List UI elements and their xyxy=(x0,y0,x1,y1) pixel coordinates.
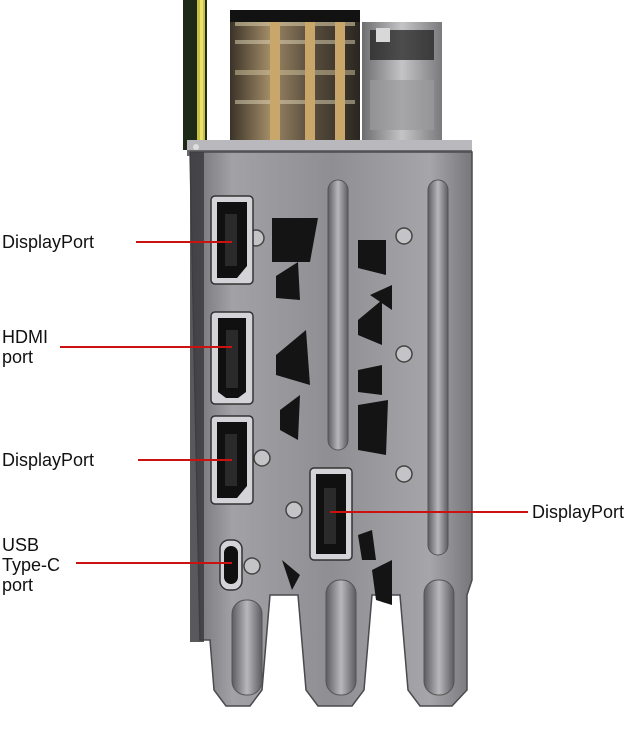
label-displayport-1: DisplayPort xyxy=(2,232,95,252)
fan-shroud xyxy=(362,22,442,142)
heatsink-fins xyxy=(230,10,360,145)
label-displayport-2: DisplayPort xyxy=(2,450,95,470)
usb-type-c-connector xyxy=(219,539,243,591)
bracket-vent-slots xyxy=(231,179,455,696)
label-usb-type-c-port: USB Type-C port xyxy=(2,535,61,595)
label-displayport-3: DisplayPort xyxy=(532,502,625,522)
hdmi-connector xyxy=(210,311,254,405)
pcb-edge xyxy=(183,0,207,150)
bracket-screws xyxy=(243,227,413,575)
label-hdmi-port: HDMI port xyxy=(2,327,48,367)
displayport-3-connector xyxy=(309,467,353,561)
displayport-1-connector xyxy=(210,195,254,285)
bracket-vent-cutouts xyxy=(272,218,392,605)
bracket-shadow-edge xyxy=(190,152,204,642)
label-leader-lines xyxy=(60,241,528,564)
